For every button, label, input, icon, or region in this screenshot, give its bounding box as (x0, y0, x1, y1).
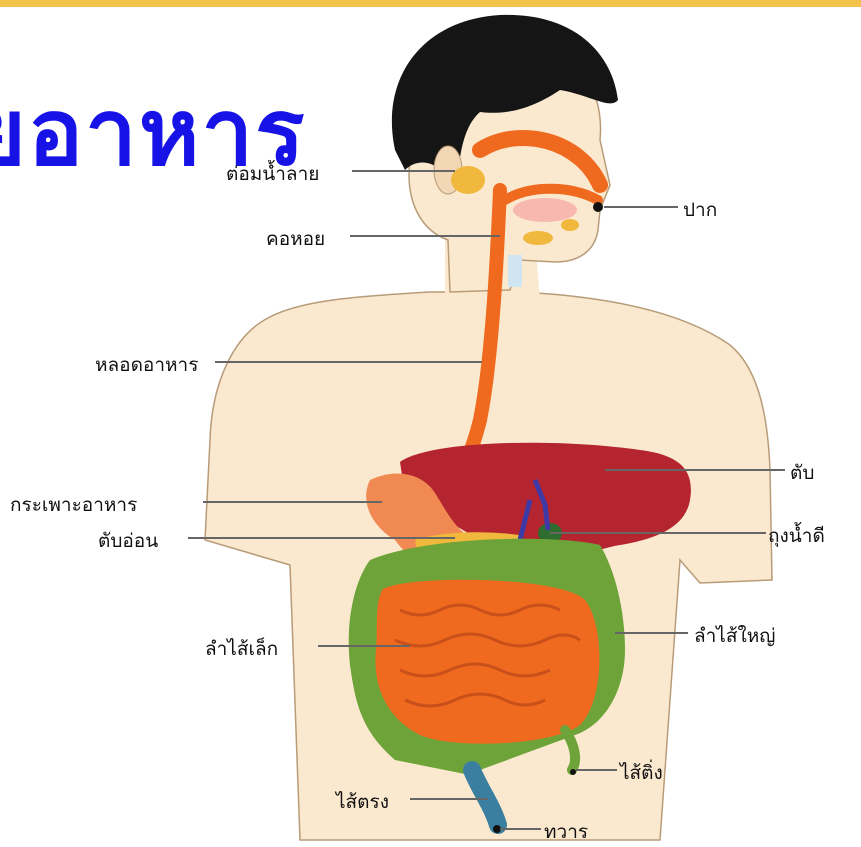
label-salivary-gland: ต่อมน้ำลาย (226, 159, 319, 189)
label-small-intestine: ลำไส้เล็ก (205, 634, 278, 664)
label-large-intestine: ลำไส้ใหญ่ (694, 621, 775, 651)
tongue (513, 198, 577, 222)
label-pancreas: ตับอ่อน (98, 526, 158, 556)
label-pharynx: คอหอย (266, 224, 325, 254)
label-gallbladder: ถุงน้ำดี (768, 521, 825, 551)
label-esophagus: หลอดอาหาร (95, 350, 198, 380)
lip-point (593, 202, 603, 212)
trachea (508, 255, 522, 287)
small-intestine-shape (375, 580, 599, 744)
label-liver: ตับ (790, 458, 814, 488)
salivary-gland-shape (451, 166, 485, 194)
label-appendix: ไส้ติ่ง (620, 758, 663, 788)
label-stomach: กระเพาะอาหาร (10, 490, 137, 520)
label-rectum: ไส้ตรง (336, 787, 389, 817)
label-mouth: ปาก (683, 195, 717, 225)
